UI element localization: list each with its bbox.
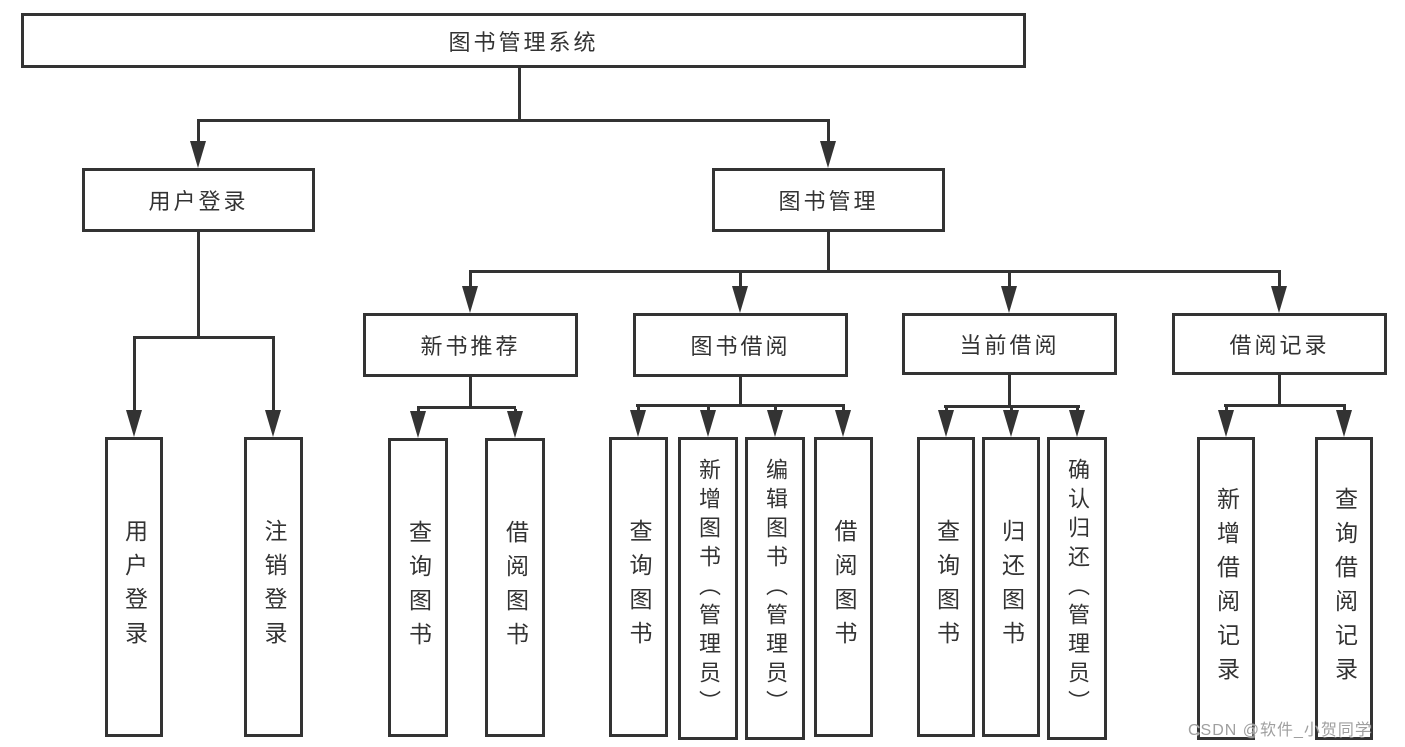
- node-label: 新增借阅记录: [1213, 486, 1240, 691]
- node-borrow-book-1: 借阅图书: [485, 438, 545, 737]
- csdn-watermark: CSDN @软件_小贺同学: [1188, 722, 1372, 739]
- arrow-down-icon: [1271, 273, 1287, 313]
- arrow-down-icon: [462, 273, 478, 313]
- node-return-book: 归还图书: [982, 437, 1040, 737]
- node-add-book-admin: 新增图书（管理员）: [678, 437, 738, 740]
- node-label: 图书管理: [778, 189, 879, 214]
- node-label: 确认归还（管理员）: [1065, 458, 1090, 719]
- node-label: 查询图书: [933, 519, 960, 655]
- node-label: 新书推荐: [420, 334, 521, 359]
- node-book-borrow: 图书借阅: [633, 313, 848, 377]
- arrow-down-icon: [630, 407, 646, 437]
- node-query-book-2: 查询图书: [609, 437, 668, 737]
- arrow-down-icon: [700, 407, 716, 437]
- arrow-down-icon: [1069, 408, 1085, 437]
- node-user-login-leaf: 用户登录: [105, 437, 163, 737]
- arrow-down-icon: [835, 407, 851, 437]
- connector-book-borrow-bar: [636, 404, 845, 407]
- arrow-down-icon: [1218, 407, 1234, 437]
- node-logout-leaf: 注销登录: [244, 437, 303, 737]
- node-label: 用户登录: [121, 519, 148, 655]
- node-book-management: 图书管理: [712, 168, 945, 232]
- arrow-down-icon: [938, 408, 954, 437]
- node-label: 借阅图书: [502, 519, 529, 656]
- node-new-book-recommend: 新书推荐: [363, 313, 578, 377]
- node-query-book-3: 查询图书: [917, 437, 975, 737]
- arrow-down-icon: [732, 273, 748, 313]
- node-root: 图书管理系统: [21, 13, 1026, 68]
- node-label: 新增图书（管理员）: [696, 458, 721, 719]
- node-add-borrow-record: 新增借阅记录: [1197, 437, 1255, 740]
- node-query-book-1: 查询图书: [388, 438, 448, 737]
- arrow-down-icon: [126, 339, 142, 437]
- node-label: 用户登录: [148, 189, 249, 214]
- node-label: 图书管理系统: [448, 29, 599, 55]
- node-edit-book-admin: 编辑图书（管理员）: [745, 437, 805, 740]
- node-label: 查询借阅记录: [1331, 486, 1358, 691]
- connector-new-book-bar: [417, 406, 516, 409]
- node-query-borrow-record: 查询借阅记录: [1315, 437, 1373, 740]
- node-current-borrow: 当前借阅: [902, 313, 1117, 375]
- connector-user-login-stem: [197, 232, 200, 338]
- arrow-down-icon: [767, 407, 783, 437]
- connector-root-stem: [518, 66, 521, 121]
- node-borrow-book-2: 借阅图书: [814, 437, 873, 737]
- arrow-down-icon: [820, 121, 836, 168]
- node-label: 编辑图书（管理员）: [763, 458, 788, 719]
- connector-root-bar: [197, 119, 830, 122]
- connector-book-mgmt-bar: [469, 270, 1281, 273]
- connector-book-borrow-stem: [739, 377, 742, 406]
- node-label: 查询图书: [626, 519, 652, 655]
- connector-current-borrow-bar: [944, 405, 1080, 408]
- arrow-down-icon: [265, 339, 281, 437]
- arrow-down-icon: [1336, 407, 1352, 437]
- node-label: 借阅图书: [831, 519, 857, 655]
- connector-new-book-stem: [469, 377, 472, 408]
- node-label: 查询图书: [405, 519, 432, 656]
- node-label: 归还图书: [998, 519, 1025, 655]
- node-label: 图书借阅: [690, 334, 791, 359]
- node-label: 注销登录: [261, 519, 287, 655]
- node-label: 借阅记录: [1229, 333, 1330, 358]
- arrow-down-icon: [410, 409, 426, 438]
- arrow-down-icon: [507, 409, 523, 438]
- arrow-down-icon: [1003, 408, 1019, 437]
- node-borrow-record: 借阅记录: [1172, 313, 1387, 375]
- connector-borrow-record-bar: [1224, 404, 1346, 407]
- node-user-login: 用户登录: [82, 168, 315, 232]
- connector-current-borrow-stem: [1008, 375, 1011, 406]
- node-confirm-return-admin: 确认归还（管理员）: [1047, 437, 1107, 740]
- connector-borrow-record-stem: [1278, 375, 1281, 405]
- connector-user-login-bar: [133, 336, 275, 339]
- node-label: 当前借阅: [959, 333, 1060, 358]
- arrow-down-icon: [1001, 273, 1017, 313]
- connector-book-mgmt-stem: [827, 232, 830, 272]
- arrow-down-icon: [190, 121, 206, 168]
